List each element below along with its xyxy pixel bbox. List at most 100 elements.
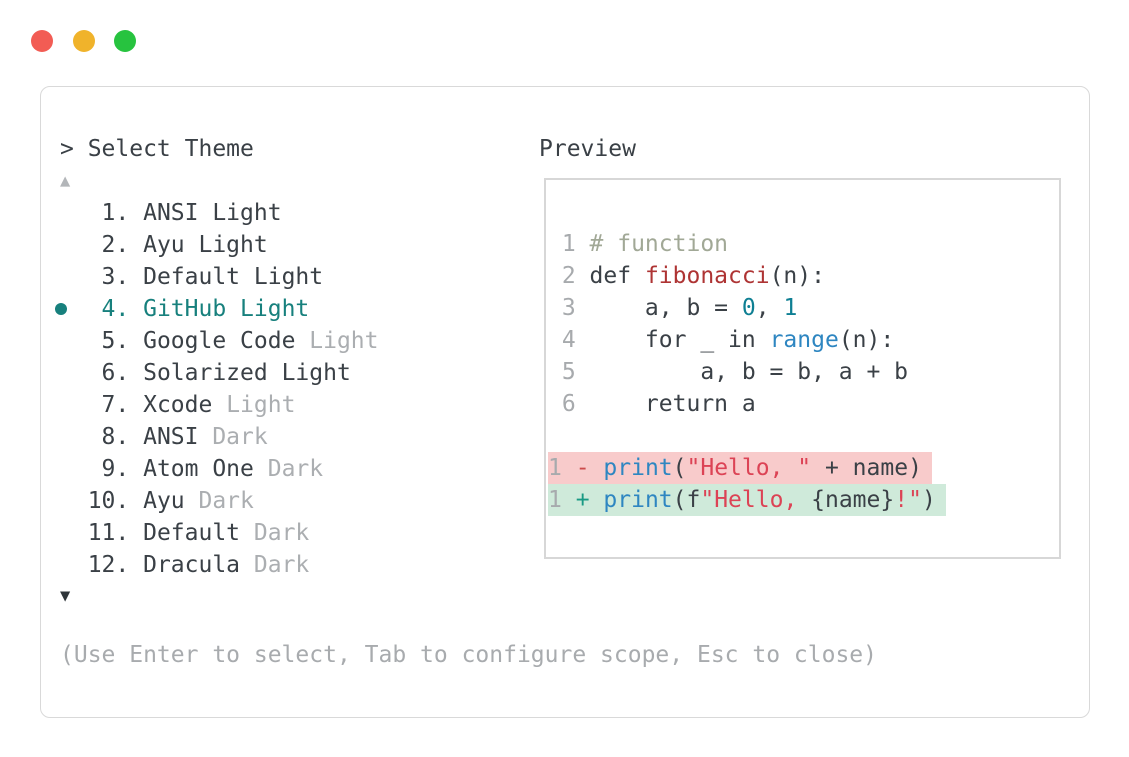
code-token: +: [575, 487, 604, 513]
code-token: a, b = b, a + b: [589, 359, 909, 385]
code-line: 1 # function: [548, 228, 1059, 260]
traffic-light-minimize-icon[interactable]: [73, 30, 95, 52]
code-token: def: [589, 263, 645, 289]
theme-number: 7.: [60, 392, 144, 418]
line-number: 4: [548, 327, 590, 353]
line-number: 1: [548, 487, 576, 513]
code-token: ,: [755, 295, 784, 321]
theme-option-12[interactable]: 12. Dracula Dark: [60, 549, 379, 581]
code-line: 2 def fibonacci(n):: [548, 260, 1059, 292]
theme-name: Default Light: [143, 264, 324, 290]
code-block: 1 # function 2 def fibonacci(n): 3 a, b …: [548, 228, 1059, 516]
code-token: !": [894, 487, 922, 513]
blank-line: [548, 420, 1059, 452]
theme-option-5[interactable]: 5. Google Code Light: [60, 325, 379, 357]
theme-number: 3.: [60, 264, 144, 290]
line-number: 5: [548, 359, 590, 385]
code-token: # function: [589, 231, 729, 257]
theme-number: 10.: [60, 488, 144, 514]
line-number: 2: [548, 263, 590, 289]
code-token: print: [603, 455, 673, 481]
traffic-light-zoom-icon[interactable]: [114, 30, 136, 52]
preview-title: Preview: [539, 136, 636, 162]
theme-option-3[interactable]: 3. Default Light: [60, 261, 379, 293]
diff-line: 1 - print("Hello, " + name): [548, 452, 1059, 484]
code-token: for _ in: [589, 327, 770, 353]
theme-number: 9.: [60, 456, 144, 482]
line-number: 1: [548, 231, 590, 257]
code-token: -: [575, 455, 604, 481]
code-token: range: [769, 327, 839, 353]
theme-name: ANSI Light: [143, 200, 282, 226]
code-token: (: [672, 455, 687, 481]
diff-highlight: 1 + print(f"Hello, {name}!"): [548, 484, 946, 516]
scroll-down-icon[interactable]: ▼: [60, 586, 71, 606]
theme-variant: Light: [295, 328, 379, 354]
theme-number: 8.: [60, 424, 144, 450]
theme-name: ANSI: [143, 424, 199, 450]
theme-variant: Dark: [198, 424, 268, 450]
theme-variant: Dark: [240, 552, 310, 578]
theme-name: GitHub Light: [143, 296, 310, 322]
code-line: 4 for _ in range(n):: [548, 324, 1059, 356]
code-token: (f: [672, 487, 701, 513]
theme-name: Default: [143, 520, 241, 546]
theme-option-6[interactable]: 6. Solarized Light: [60, 357, 379, 389]
line-number: 6: [548, 391, 590, 417]
theme-name: Atom One: [143, 456, 254, 482]
theme-option-8[interactable]: 8. ANSI Dark: [60, 421, 379, 453]
code-token: print: [603, 487, 673, 513]
theme-option-10[interactable]: 10. Ayu Dark: [60, 485, 379, 517]
theme-variant: Dark: [253, 456, 324, 482]
scroll-up-icon[interactable]: ▲: [60, 171, 71, 191]
theme-option-4[interactable]: 4. GitHub Light: [55, 293, 379, 325]
code-token: "Hello, ": [686, 455, 812, 481]
theme-option-9[interactable]: 9. Atom One Dark: [60, 453, 379, 485]
code-token: "Hello,: [700, 487, 812, 513]
theme-option-2[interactable]: 2. Ayu Light: [60, 229, 379, 261]
code-token: (n):: [838, 327, 895, 353]
code-token: return a: [589, 391, 756, 417]
theme-name: Ayu Light: [143, 232, 268, 258]
theme-number: 6.: [60, 360, 144, 386]
theme-number: 12.: [60, 552, 144, 578]
theme-name: Google Code: [143, 328, 296, 354]
theme-number: 4.: [60, 296, 144, 322]
code-line: 3 a, b = 0, 1: [548, 292, 1059, 324]
traffic-light-close-icon[interactable]: [31, 30, 53, 52]
footer-hint: (Use Enter to select, Tab to configure s…: [60, 642, 877, 668]
theme-variant: Light: [212, 392, 296, 418]
theme-list: 1. ANSI Light 2. Ayu Light 3. Default Li…: [55, 197, 379, 581]
diff-highlight: 1 - print("Hello, " + name): [548, 452, 932, 484]
diff-line: 1 + print(f"Hello, {name}!"): [548, 484, 1059, 516]
code-token: ): [921, 487, 936, 513]
theme-option-7[interactable]: 7. Xcode Light: [60, 389, 379, 421]
code-token: 1: [783, 295, 798, 321]
code-line: 6 return a: [548, 388, 1059, 420]
code-token: 0: [741, 295, 756, 321]
theme-number: 2.: [60, 232, 144, 258]
line-number: 3: [548, 295, 590, 321]
code-line: 5 a, b = b, a + b: [548, 356, 1059, 388]
selected-bullet-icon: [55, 303, 67, 315]
code-token: fibonacci: [644, 263, 770, 289]
theme-name: Xcode: [143, 392, 213, 418]
theme-option-1[interactable]: 1. ANSI Light: [60, 197, 379, 229]
theme-picker-window: > Select Theme Preview ▲ 1. ANSI Light 2…: [40, 86, 1090, 718]
theme-number: 5.: [60, 328, 144, 354]
preview-box: 1 # function 2 def fibonacci(n): 3 a, b …: [544, 178, 1061, 559]
theme-variant: Dark: [184, 488, 254, 514]
picker-title: > Select Theme: [60, 136, 254, 162]
theme-number: 1.: [60, 200, 144, 226]
theme-number: 11.: [60, 520, 144, 546]
theme-option-11[interactable]: 11. Default Dark: [60, 517, 379, 549]
code-token: a, b =: [589, 295, 742, 321]
theme-name: Ayu: [143, 488, 185, 514]
code-token: {name}: [811, 487, 895, 513]
line-number: 1: [548, 455, 576, 481]
code-token: (n):: [769, 263, 825, 289]
theme-name: Solarized Light: [143, 360, 351, 386]
theme-variant: Dark: [240, 520, 310, 546]
code-token: + name): [811, 455, 922, 481]
